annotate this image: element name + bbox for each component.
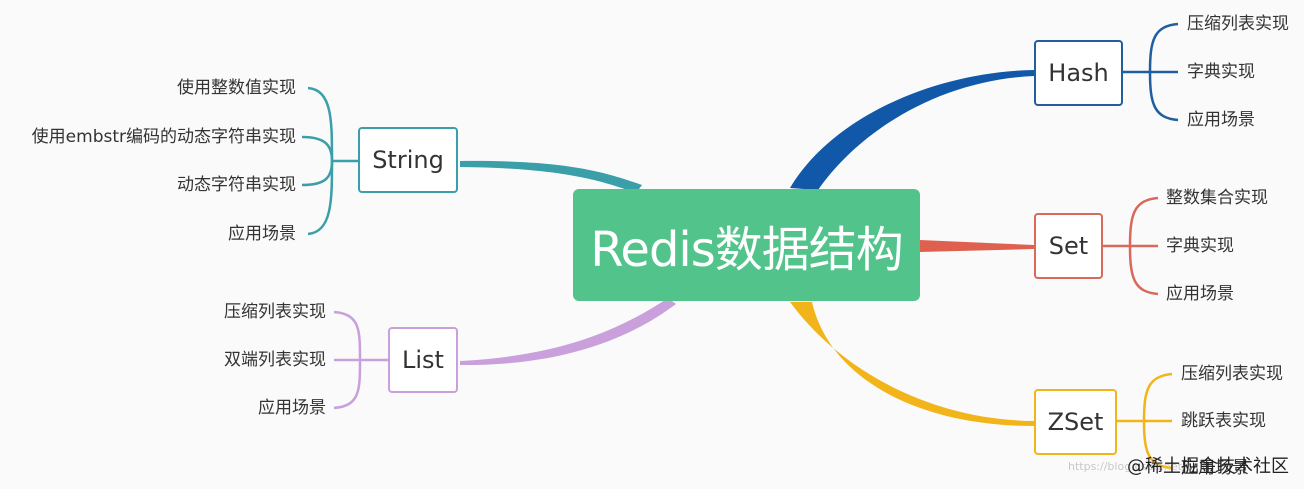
branch-connector-string xyxy=(460,160,642,193)
branch-connector-list xyxy=(460,298,676,366)
hash-leaf-3[interactable]: 应用场景 xyxy=(1187,110,1255,130)
set-leaf-connectors xyxy=(1102,196,1159,296)
list-leaf-1[interactable]: 压缩列表实现 xyxy=(224,302,326,322)
hash-leaf-connectors xyxy=(1122,22,1179,122)
topic-zset[interactable]: ZSet xyxy=(1034,389,1117,455)
zset-leaf-connectors xyxy=(1116,372,1173,470)
list-leaf-3[interactable]: 应用场景 xyxy=(258,398,326,418)
topic-string[interactable]: String xyxy=(358,127,458,193)
string-leaf-connectors xyxy=(301,86,358,236)
list-leaf-2[interactable]: 双端列表实现 xyxy=(224,350,326,370)
string-leaf-3[interactable]: 动态字符串实现 xyxy=(177,175,296,195)
branch-connector-zset xyxy=(790,302,1034,426)
branch-connector-set xyxy=(920,240,1034,252)
string-leaf-4[interactable]: 应用场景 xyxy=(228,224,296,244)
watermark-text: @稀土掘金技术社区 xyxy=(1127,456,1289,477)
central-topic[interactable]: Redis数据结构 xyxy=(573,189,920,301)
string-leaf-2[interactable]: 使用embstr编码的动态字符串实现 xyxy=(31,127,296,147)
set-leaf-1[interactable]: 整数集合实现 xyxy=(1166,188,1268,208)
list-leaf-connectors xyxy=(333,310,388,410)
hash-leaf-1[interactable]: 压缩列表实现 xyxy=(1187,14,1289,34)
branch-connector-hash xyxy=(790,70,1034,190)
topic-hash[interactable]: Hash xyxy=(1034,40,1123,106)
string-leaf-1[interactable]: 使用整数值实现 xyxy=(177,78,296,98)
hash-leaf-2[interactable]: 字典实现 xyxy=(1187,62,1255,82)
topic-set[interactable]: Set xyxy=(1034,213,1103,279)
topic-list[interactable]: List xyxy=(388,327,458,393)
zset-leaf-3[interactable]: 应用场景 xyxy=(1181,458,1249,478)
watermark-url: https://blog.csdn.net/... xyxy=(1068,460,1197,473)
zset-leaf-2[interactable]: 跳跃表实现 xyxy=(1181,411,1266,431)
zset-leaf-1[interactable]: 压缩列表实现 xyxy=(1181,364,1283,384)
set-leaf-2[interactable]: 字典实现 xyxy=(1166,236,1234,256)
set-leaf-3[interactable]: 应用场景 xyxy=(1166,284,1234,304)
